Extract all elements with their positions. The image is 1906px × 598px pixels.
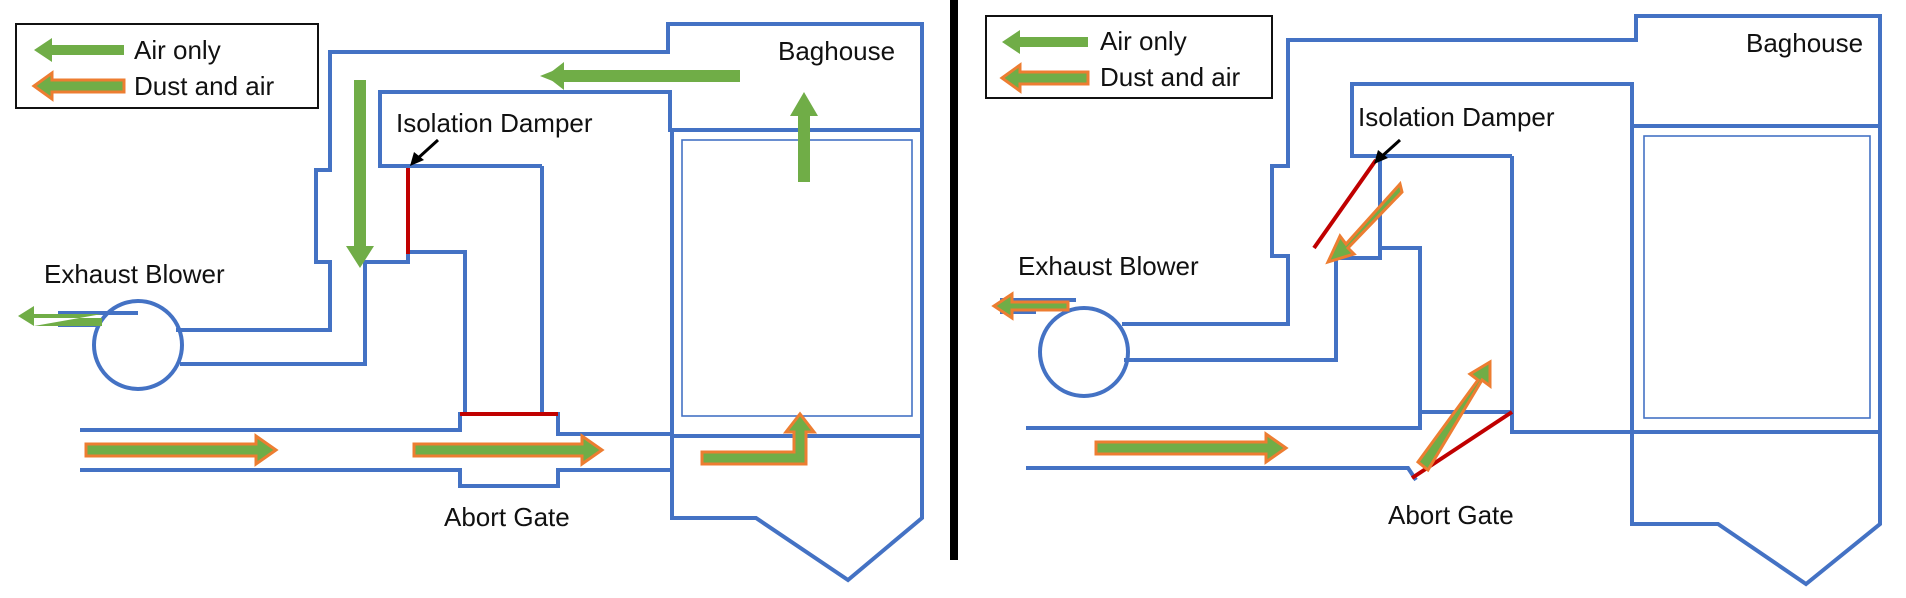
abort-gate-label: Abort Gate	[444, 502, 570, 532]
legend-dust-and-air-label: Dust and air	[134, 71, 275, 101]
isolation-damper-label: Isolation Damper	[1358, 102, 1555, 132]
dust-arrow-exhaust-out	[991, 291, 1070, 321]
dust-and-air-legend-arrow	[999, 62, 1090, 94]
panel-normal-operation: Air only Dust and air Exhaust Blower Iso…	[15, 22, 924, 583]
baghouse-label: Baghouse	[778, 36, 895, 66]
dust-arrow-through-abort-gate	[1415, 359, 1492, 473]
dust-arrow-inlet-1	[84, 433, 279, 467]
legend: Air only Dust and air	[985, 15, 1273, 99]
inlet-duct-top	[1026, 410, 1632, 434]
air-arrow-down	[346, 80, 374, 268]
isolation-damper-label: Isolation Damper	[396, 108, 593, 138]
baghouse-filter-bags	[1643, 135, 1871, 419]
air-only-legend-arrow	[34, 38, 124, 62]
inlet-duct-bottom	[80, 468, 672, 488]
clean-air-duct-inner	[1124, 246, 1422, 412]
dust-and-air-legend-arrow	[31, 70, 126, 102]
clean-air-duct-inner	[180, 250, 467, 414]
exhaust-blower-label: Exhaust Blower	[1018, 251, 1199, 281]
clean-air-duct-outer	[1122, 14, 1882, 326]
exhaust-blower-housing	[1038, 306, 1130, 398]
dust-arrow-inlet-2	[412, 433, 605, 467]
dust-arrow-into-baghouse	[700, 411, 818, 466]
air-only-legend-arrow	[1002, 30, 1088, 54]
baghouse-housing	[1630, 16, 1882, 587]
abort-gate-label: Abort Gate	[1388, 500, 1514, 530]
legend-box	[15, 23, 319, 109]
air-arrow-exhaust-out	[18, 306, 102, 326]
isolation-damper-pointer	[410, 138, 440, 166]
exhaust-blower-housing	[92, 299, 184, 391]
clean-air-duct-outer	[176, 22, 924, 332]
air-arrow-top	[546, 62, 740, 90]
legend-air-only-label: Air only	[1100, 26, 1187, 56]
legend-air-only-label: Air only	[134, 35, 221, 65]
panel-abort-operation: Air only Dust and air Exhaust Blower Iso…	[985, 14, 1882, 587]
isolation-damper-pointer	[1374, 138, 1402, 164]
inlet-duct-bottom	[1026, 466, 1418, 482]
exhaust-blower-label: Exhaust Blower	[44, 259, 225, 289]
baghouse-housing	[670, 24, 924, 583]
baghouse-label: Baghouse	[1746, 28, 1863, 58]
legend: Air only Dust and air	[15, 23, 319, 109]
inlet-duct-top	[80, 412, 672, 436]
baghouse-filter-bags	[681, 139, 913, 417]
dust-arrow-inlet	[1094, 431, 1289, 465]
dust-arrow-through-isolation-damper	[1325, 180, 1404, 265]
legend-dust-and-air-label: Dust and air	[1100, 62, 1241, 92]
air-arrow-baghouse-up	[790, 92, 818, 182]
isolation-damper-open	[1312, 158, 1378, 250]
